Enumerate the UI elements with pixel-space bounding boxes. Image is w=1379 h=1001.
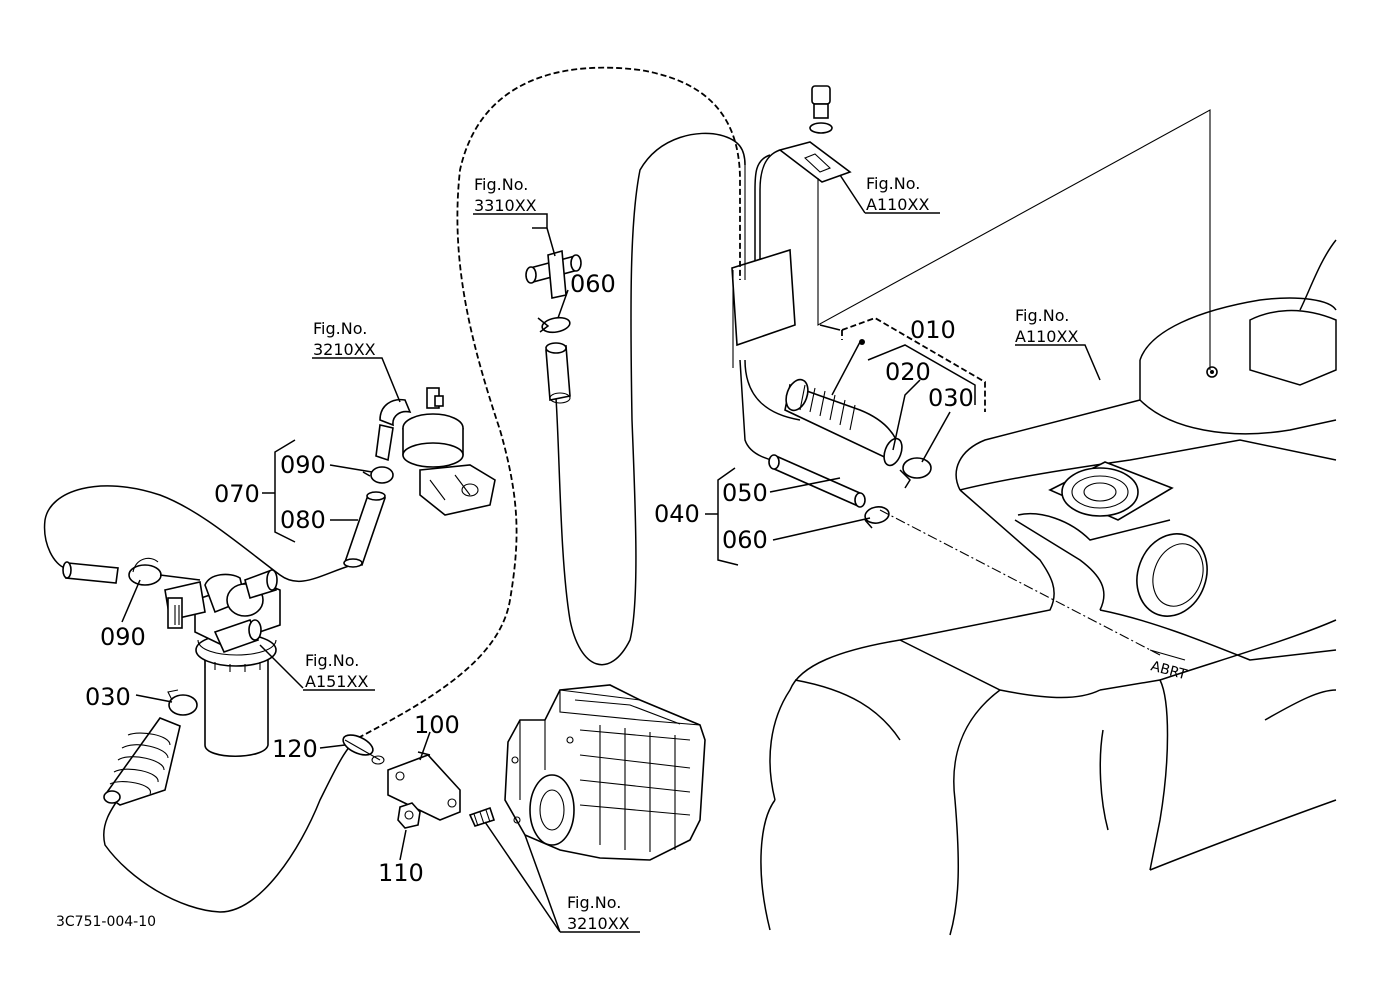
svg-text:ABRT: ABRT [1149,658,1189,683]
callout-100: 100 [414,711,460,739]
fig-label-3310: Fig.No. [474,175,528,194]
hose-clamp-030-top [899,457,932,489]
callout-020: 020 [885,358,931,386]
fig-ref-3310: 3310XX [474,196,537,215]
callout-040: 040 [654,500,700,528]
fig-ref-3210-pump: 3210XX [313,340,376,359]
hose-protector-010 [784,317,986,467]
hose-050 [768,454,866,508]
fuel-filter [164,568,281,758]
filter-inlet-hose [62,557,201,586]
fuel-hoses [43,66,801,913]
tank-bracket [731,85,1211,370]
callout-060-mid: 060 [722,526,768,554]
fig-label-a110-tank: Fig.No. [1015,306,1069,325]
fuel-pump [375,387,496,516]
fig-label-a151: Fig.No. [305,651,359,670]
callout-060-top: 060 [570,270,616,298]
tee-fitting [525,227,582,299]
hose-clamp-030-left [167,689,198,716]
callout-120: 120 [272,735,318,763]
hose-clip-060-mid [864,506,890,529]
fig-label-3210-pump: Fig.No. [313,319,367,338]
short-hose-top [545,342,571,404]
fig-ref-3210-bottom: 3210XX [567,914,630,933]
stud-bolt [468,806,496,827]
callout-080: 080 [280,506,326,534]
callout-090-top: 090 [280,451,326,479]
callout-030-left: 030 [85,683,131,711]
fig-label-3210-bottom: Fig.No. [567,893,621,912]
callout-090-left: 090 [100,623,146,651]
hose-protector-left [103,717,181,806]
hose-clamp-090-top [362,466,394,484]
fig-ref-a110-top: A110XX [866,195,929,214]
callout-070: 070 [214,480,260,508]
hose-clamp-120 [342,734,385,765]
leader-lines [121,174,1101,933]
callout-110: 110 [378,859,424,887]
fig-ref-a110-tank: A110XX [1015,327,1078,346]
fig-ref-a151: A151XX [305,672,368,691]
hose-080 [343,491,387,568]
callout-labels: 010 020 030 040 050 060 060 070 090 080 … [85,270,974,887]
figure-references: Fig.No. 3310XX Fig.No. A110XX Fig.No. A1… [305,174,1078,933]
bracket-100 [387,751,461,821]
drawing-code: 3C751-004-10 [56,914,156,930]
callout-010: 010 [910,316,956,344]
nut-110 [397,802,421,829]
hose-clip-060-top [537,316,571,334]
callout-050: 050 [722,479,768,507]
gear-case [504,684,706,861]
fig-label-a110-top: Fig.No. [866,174,920,193]
callout-030-top: 030 [928,384,974,412]
